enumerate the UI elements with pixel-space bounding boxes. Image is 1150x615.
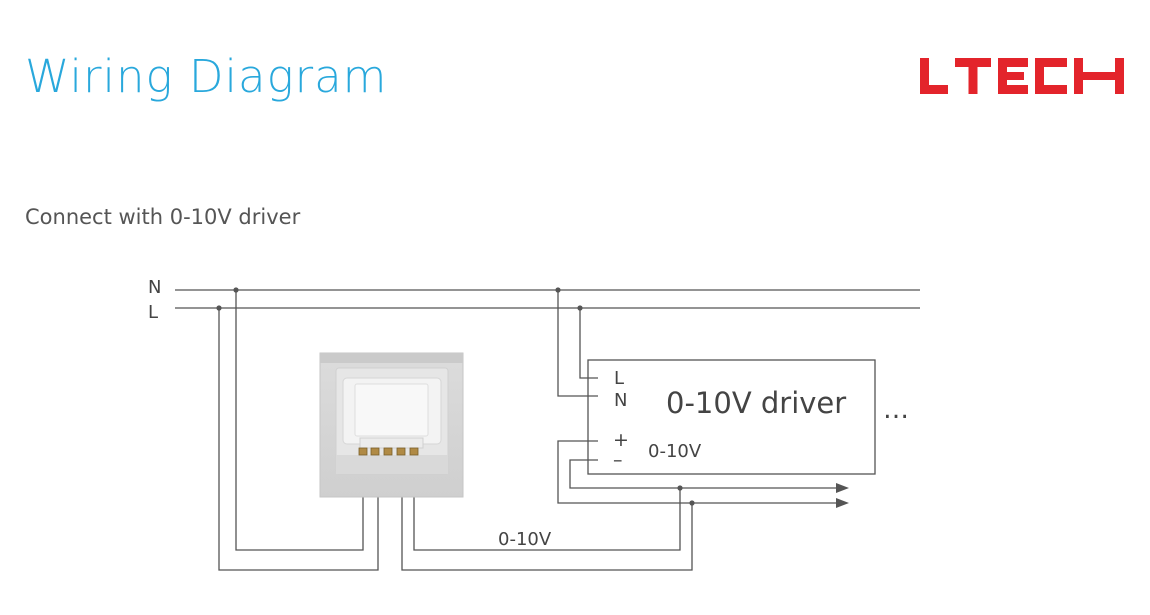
driver-terminal-minus: – (613, 449, 623, 471)
l-line-label: L (148, 302, 158, 323)
l-to-driver-wire (579, 308, 598, 379)
signal-wire-label: 0-10V (498, 529, 552, 550)
dimmer-switch-device (319, 352, 464, 498)
arrow-right-icon (836, 498, 849, 508)
driver-terminal-n: N (614, 390, 627, 411)
driver-box (587, 359, 876, 475)
driver-name: 0-10V driver (666, 386, 846, 420)
signal-plus-wire (557, 440, 838, 504)
signal-minus-wire (569, 459, 838, 489)
arrow-right-icon (836, 483, 849, 493)
driver-terminal-plus: + (613, 429, 629, 451)
ltech-logo (920, 58, 1124, 94)
switch-signal-wire-1 (413, 454, 681, 551)
driver-signal-label: 0-10V (648, 441, 702, 462)
n-to-driver-wire (557, 290, 598, 397)
switch-signal-wire-2 (401, 454, 693, 571)
driver-terminal-l: L (614, 368, 624, 389)
l-to-switch-wire (218, 308, 379, 571)
driver-ellipsis: … (883, 395, 909, 425)
page-title: Wiring Diagram (25, 50, 388, 103)
n-to-switch-wire (235, 290, 364, 551)
diagram-subtitle: Connect with 0-10V driver (25, 205, 301, 229)
n-line-label: N (148, 277, 161, 298)
